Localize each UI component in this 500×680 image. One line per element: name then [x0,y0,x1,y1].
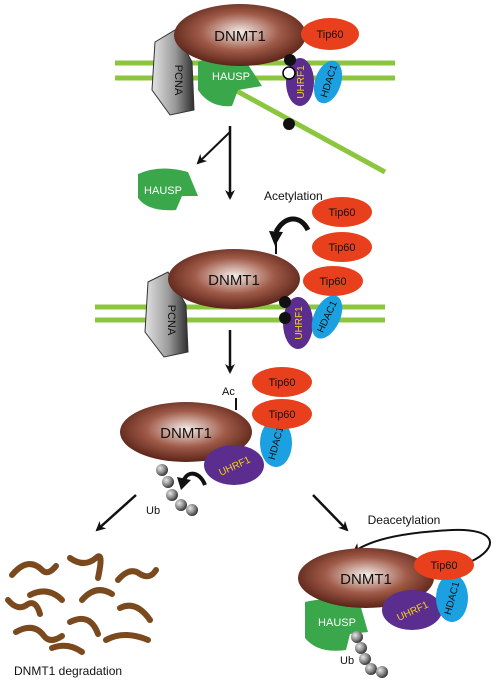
tip60-label: Tip60 [430,560,457,572]
hausp-label: HAUSP [144,185,182,197]
tip60-label: Tip60 [316,29,343,41]
hausp-1: HAUSP [198,56,262,107]
tip60-free-a: Tip60 [312,197,372,227]
hdac1-4: HDAC1 [436,574,468,622]
hausp-label: HAUSP [318,617,356,629]
panel-1-replication-complex: PCNA HAUSP DNMT1 UHRF1 HDAC1 Tip60 [115,4,395,175]
uhrf1-label: UHRF1 [296,65,307,99]
uhrf1-label: UHRF1 [294,306,305,340]
panel-4-deacetylation: Deacetylation HAUSP DNMT1 UHRF1 HDAC1 Ti… [298,513,491,678]
ubiquitination-arrow [182,471,207,486]
tip60-label: Tip60 [268,409,295,421]
methyl-mark [283,118,295,130]
tip60-bound-3: Tip60 [252,399,312,429]
dnmt1-label: DNMT1 [208,272,260,289]
pcna-label: PCNA [165,305,177,336]
methyl-mark [279,296,291,308]
acetylation-label: Acetylation [264,189,323,203]
tip60-bound-4: Tip60 [414,550,474,580]
uhrf1-4: UHRF1 [382,590,442,630]
deacetylation-label: Deacetylation [368,513,441,527]
dnmt1-label: DNMT1 [214,28,266,45]
acetylation-arrow [273,216,311,234]
hdac1-3: HDAC1 [260,419,292,467]
ac-label: Ac [222,386,235,398]
tip60-label: Tip60 [328,207,355,219]
panel-3-acetylated-dnmt1: Ac Tip60 DNMT1 UHRF1 HDAC1 Tip60 [120,367,312,517]
arrow-to-deacetylation [312,494,349,532]
uhrf1-3: UHRF1 [204,445,264,485]
tip60-label: Tip60 [328,242,355,254]
pcna-label: PCNA [172,65,184,96]
uhrf1-2: UHRF1 [283,297,313,349]
dnmt1-1: DNMT1 [174,4,306,66]
dnmt1-3: DNMT1 [120,402,252,462]
hausp-4: HAUSP [305,599,368,651]
deacetylation-arrow [352,528,491,563]
ub-label: Ub [146,505,160,517]
hdac1-2: HDAC1 [311,295,343,339]
tip60-free-b: Tip60 [312,232,372,262]
methyl-mark [279,312,291,324]
release-arrows [196,126,235,200]
hausp-free: HAUSP [138,168,198,211]
ubiquitin-chain-4 [351,631,388,678]
tip60-label: Tip60 [268,377,295,389]
ub-label: Ub [340,655,354,667]
tip60-1: Tip60 [301,18,359,50]
tip60-label: Tip60 [319,276,346,288]
panel-2-acetylation: Acetylation Tip60 Tip60 PCNA DNMT1 [95,189,385,358]
degradation-fragments [5,553,159,655]
methyl-mark-open [282,66,296,80]
ubiquitin-chain-3 [156,464,198,516]
arrow-to-degradation [95,494,137,532]
dnmt1-label: DNMT1 [160,425,212,442]
methyl-mark [284,54,296,66]
degradation-label: DNMT1 degradation [14,664,122,678]
tip60-free-c: Tip60 [252,367,312,397]
dnmt1-label: DNMT1 [340,571,392,588]
hausp-label: HAUSP [212,71,250,83]
tip60-bound-2: Tip60 [303,266,363,296]
pcna-1: PCNA [151,29,195,116]
dnmt1-2: DNMT1 [168,249,300,309]
hdac1-1: HDAC1 [313,60,343,104]
